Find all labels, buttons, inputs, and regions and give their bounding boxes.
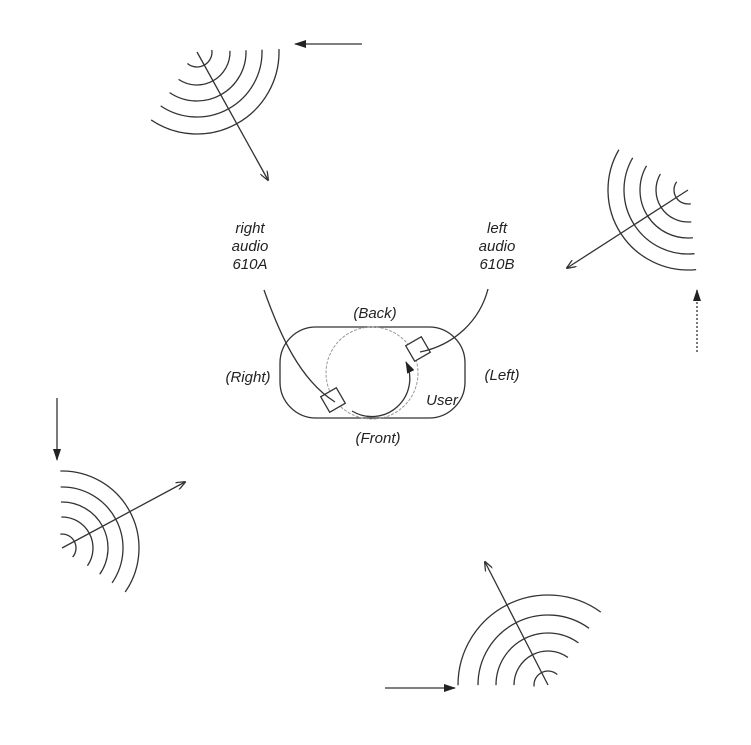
back-label: (Back) [353, 305, 396, 322]
sound-source-top-left [150, 49, 280, 180]
sound-wave-arc [178, 50, 231, 86]
propagation-arrow [196, 51, 268, 180]
right-audio-label-1: right [235, 220, 265, 237]
sound-wave-arc [60, 486, 124, 584]
propagation-arrow [567, 189, 689, 268]
sound-wave-arc [186, 49, 213, 68]
sound-wave-arc [160, 49, 263, 118]
propagation-arrow [485, 562, 549, 686]
right-audio-label-2: audio [232, 238, 269, 255]
sound-source-right [567, 149, 697, 271]
left-audio-label-3: 610B [479, 256, 514, 273]
right-audio-leader [263, 289, 336, 403]
left-audio-device [404, 335, 432, 363]
left-audio-label-2: audio [479, 238, 516, 255]
sound-wave-arc [60, 533, 77, 558]
left-side-label: (Left) [484, 367, 519, 384]
sound-source-bottom [457, 562, 602, 687]
sound-wave-arc [655, 173, 692, 223]
user-head-circle [325, 326, 419, 420]
left-audio-label-1: left [487, 220, 508, 237]
right-side-label: (Right) [225, 369, 270, 386]
sound-wave-arc [513, 650, 569, 686]
sound-wave-arc [169, 50, 247, 102]
right-audio-label-3: 610A [232, 256, 267, 273]
sound-wave-arc [60, 501, 109, 575]
sound-wave-arc [533, 670, 558, 687]
sound-wave-arc [623, 157, 695, 255]
rotation-arrow [351, 361, 415, 418]
sound-wave-arc [477, 614, 590, 686]
sound-wave-arc [61, 516, 94, 567]
sound-wave-arc [607, 149, 697, 271]
sound-source-left [60, 470, 185, 593]
sound-wave-arc [495, 632, 579, 686]
sound-wave-arc [150, 49, 280, 135]
user-label: User [426, 392, 459, 409]
front-label: (Front) [356, 430, 401, 447]
sound-wave-arc [639, 165, 693, 239]
left-audio-leader [419, 288, 489, 353]
propagation-arrow [61, 482, 185, 549]
